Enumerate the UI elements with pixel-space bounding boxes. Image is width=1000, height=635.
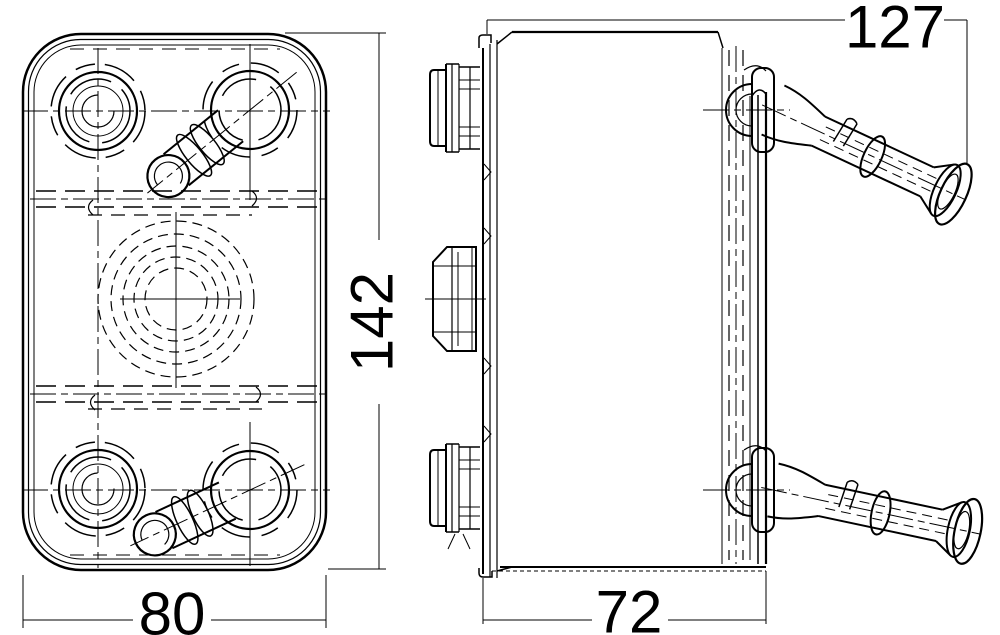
side-hose-fitting-bottom [429,443,481,533]
hidden-edge-cluster-upper [30,190,325,216]
dimension-side-total-depth-label: 127 [845,0,945,61]
side-pipe-top [747,73,981,231]
dimension-side-depth-label: 72 [596,579,663,635]
front-body-plate-edge [33,44,316,560]
side-middle-boss [425,246,486,352]
side-view [425,30,989,578]
side-hose-fitting-top [429,63,481,153]
front-body-inner-outline [27,38,322,566]
hidden-edge-cluster-lower [30,385,325,411]
front-view [21,32,330,572]
dimension-side-depth: 72 [482,571,767,635]
dimension-side-total-depth: 127 [486,0,968,163]
dimension-front-width: 80 [22,575,327,635]
front-pipe-top [129,50,315,215]
dimensions: 80 142 72 127 [22,0,968,635]
dimension-front-height-label: 142 [339,272,406,372]
side-left-end-plate [478,31,513,578]
dimension-front-width-label: 80 [139,581,206,635]
dimension-front-height: 142 [285,32,406,570]
side-pipe-bottom [753,454,989,568]
side-pipe-collar-bottom [703,447,790,533]
front-body-outline [21,32,328,572]
front-center-boss-circles [97,220,255,378]
